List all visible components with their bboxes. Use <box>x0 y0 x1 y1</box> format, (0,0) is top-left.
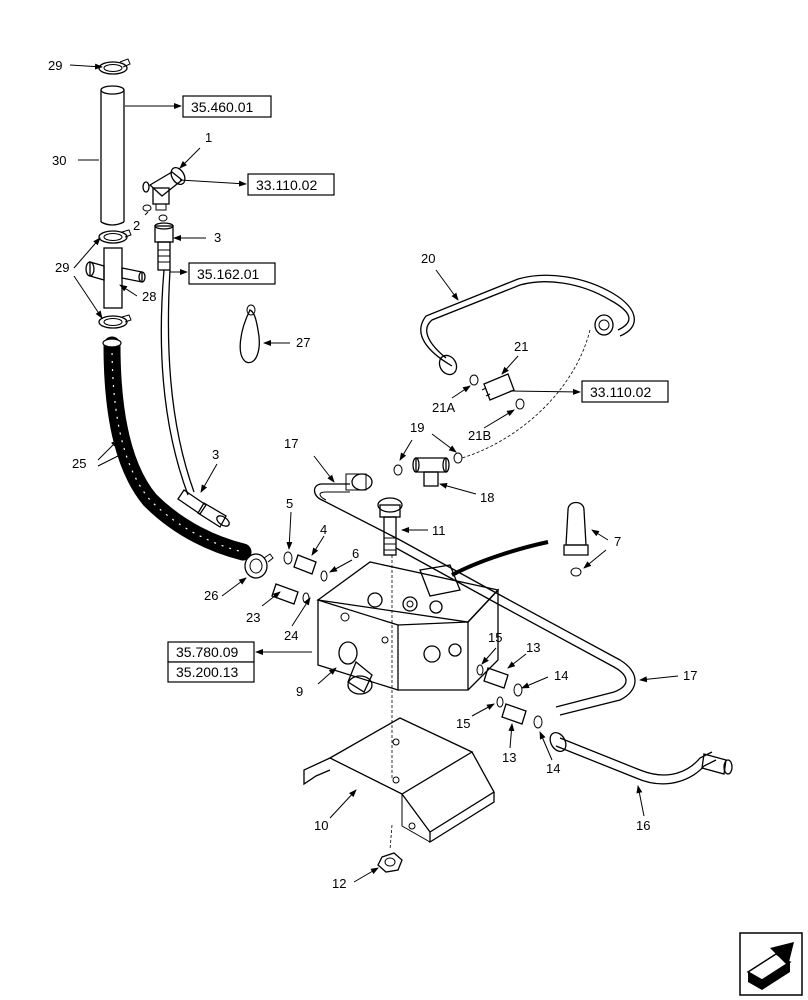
callout-3-bottom: 3 <box>212 447 219 462</box>
reference-33-110-02-right[interactable]: 33.110.02 <box>581 380 669 403</box>
callout-19: 19 <box>410 420 424 435</box>
callout-10: 10 <box>314 818 328 833</box>
reference-35-162-01[interactable]: 35.162.01 <box>188 262 276 285</box>
callout-17-right: 17 <box>683 668 697 683</box>
adapter-3-top <box>154 222 174 271</box>
callout-13-lower: 13 <box>502 750 516 765</box>
elbow-fitting-1 <box>142 166 186 211</box>
callout-13-upper: 13 <box>526 640 540 655</box>
o-ring-2 <box>142 204 168 222</box>
svg-text:35.200.13: 35.200.13 <box>176 664 238 680</box>
callout-15-lower: 15 <box>456 716 470 731</box>
svg-text:35.162.01: 35.162.01 <box>197 266 259 282</box>
reference-35-200-13[interactable]: 35.200.13 <box>167 661 255 683</box>
tube-30 <box>100 85 125 226</box>
adapter-4 <box>283 551 328 582</box>
adapter-13-lower <box>496 696 543 729</box>
callout-9: 9 <box>296 684 303 699</box>
callout-14-upper: 14 <box>554 668 568 683</box>
tee-fitting-28 <box>85 247 146 309</box>
callout-11: 11 <box>432 523 446 538</box>
pressure-switch-7 <box>451 501 589 577</box>
callout-28: 28 <box>142 289 156 304</box>
reference-35-460-01[interactable]: 35.460.01 <box>182 95 272 118</box>
valve-block-9 <box>316 561 500 695</box>
callout-29-middle: 29 <box>55 260 69 275</box>
callout-17-top: 17 <box>284 436 298 451</box>
callout-18: 18 <box>480 490 494 505</box>
hose-clamp-lower <box>98 314 132 329</box>
callout-24: 24 <box>284 628 298 643</box>
callout-23: 23 <box>246 610 260 625</box>
callout-21a: 21A <box>432 400 455 415</box>
callout-30: 30 <box>52 153 66 168</box>
callout-25: 25 <box>72 456 86 471</box>
reference-35-780-09[interactable]: 35.780.09 <box>167 641 255 663</box>
nut-12 <box>377 852 403 873</box>
tube-17 <box>313 473 636 716</box>
callout-20: 20 <box>421 251 435 266</box>
callout-26: 26 <box>204 588 218 603</box>
svg-text:33.110.02: 33.110.02 <box>256 177 317 193</box>
hose-25 <box>102 336 252 561</box>
tube-16 <box>549 732 733 785</box>
small-hose <box>160 269 189 496</box>
callout-3-top: 3 <box>214 230 221 245</box>
svg-text:35.460.01: 35.460.01 <box>191 99 253 115</box>
callout-15-upper: 15 <box>488 630 502 645</box>
adapter-13-upper <box>476 664 523 697</box>
tee-fitting-18 <box>393 452 463 487</box>
tube-20 <box>420 274 635 376</box>
svg-text:35.780.09: 35.780.09 <box>176 644 238 660</box>
hose-clamp-26 <box>244 553 274 579</box>
adapter-21 <box>469 373 525 410</box>
callout-2: 2 <box>133 218 140 233</box>
hose-strap-27 <box>239 304 260 364</box>
callout-14-lower: 14 <box>546 761 560 776</box>
reference-33-110-02-top[interactable]: 33.110.02 <box>247 173 335 196</box>
callout-7: 7 <box>614 534 621 549</box>
hose-clamp-middle <box>98 229 132 244</box>
callout-16: 16 <box>636 818 650 833</box>
callout-labels: 29 30 1 2 3 29 28 27 25 3 26 23 24 5 4 6… <box>48 58 697 891</box>
adapter-3-bottom <box>177 489 230 528</box>
callout-27: 27 <box>296 335 310 350</box>
leader-lines <box>69 63 679 883</box>
callout-21: 21 <box>514 339 528 354</box>
callout-6: 6 <box>352 546 359 561</box>
bolt-11 <box>377 497 403 556</box>
callout-21b: 21B <box>468 428 491 443</box>
hose-clamp-top <box>98 58 131 75</box>
callout-4: 4 <box>320 522 327 537</box>
callout-5: 5 <box>286 496 293 511</box>
next-page-arrow-icon[interactable] <box>739 932 803 996</box>
callout-1: 1 <box>205 130 212 145</box>
svg-text:33.110.02: 33.110.02 <box>590 384 651 400</box>
callout-29-top: 29 <box>48 58 62 73</box>
callout-12: 12 <box>332 876 346 891</box>
mounting-plate-10 <box>303 717 495 844</box>
